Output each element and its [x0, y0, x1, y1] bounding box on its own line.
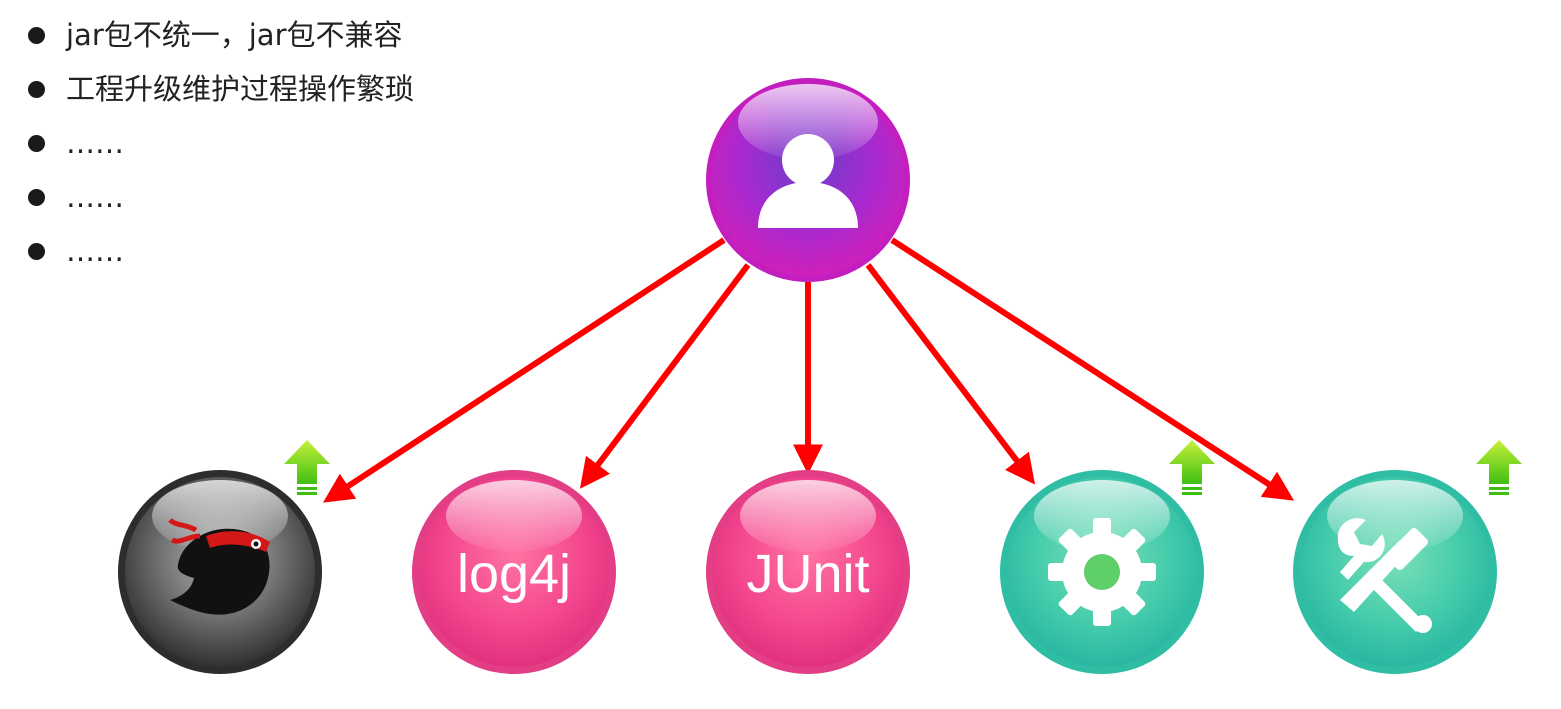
issue-list: jar包不统一，jar包不兼容 工程升级维护过程操作繁琐 …… …… ……	[28, 10, 414, 280]
arrows	[322, 237, 1295, 503]
issue-text: 工程升级维护过程操作繁琐	[66, 72, 415, 106]
bullet-dot-icon	[28, 243, 45, 260]
arrow-to-log4j	[579, 263, 751, 489]
issue-text: ……	[66, 180, 124, 214]
issue-item: jar包不统一，jar包不兼容	[28, 10, 414, 64]
upgrade-arrow-settings	[1169, 440, 1215, 495]
wrench-screwdriver-icon	[1337, 518, 1432, 633]
upgrade-arrow-tools	[1476, 440, 1522, 495]
issue-item: ……	[28, 226, 414, 280]
tools-node	[1293, 470, 1497, 674]
junit-node: JUnit	[706, 470, 910, 674]
bullet-dot-icon	[28, 27, 45, 44]
mybatis-node	[118, 470, 322, 674]
arrow-to-settings	[865, 263, 1036, 485]
issue-text: ……	[66, 126, 124, 160]
arrow-to-mybatis	[322, 237, 726, 503]
junit-label: JUnit	[746, 544, 869, 604]
user-icon	[758, 134, 858, 228]
ninja-bird-icon	[168, 518, 270, 615]
bullet-dot-icon	[28, 189, 45, 206]
gear-icon	[1048, 518, 1156, 626]
user-node	[706, 78, 910, 282]
settings-node	[1000, 470, 1204, 674]
bullet-dot-icon	[28, 135, 45, 152]
issue-text: ……	[66, 234, 124, 268]
bullet-dot-icon	[28, 81, 45, 98]
log4j-label: log4j	[457, 544, 571, 604]
issue-text: jar包不统一，jar包不兼容	[66, 18, 403, 52]
upgrade-arrow-mybatis	[284, 440, 330, 495]
arrow-to-tools	[890, 237, 1295, 501]
issue-item: ……	[28, 172, 414, 226]
issue-item: ……	[28, 118, 414, 172]
log4j-node: log4j	[412, 470, 616, 674]
issue-item: 工程升级维护过程操作繁琐	[28, 64, 414, 118]
